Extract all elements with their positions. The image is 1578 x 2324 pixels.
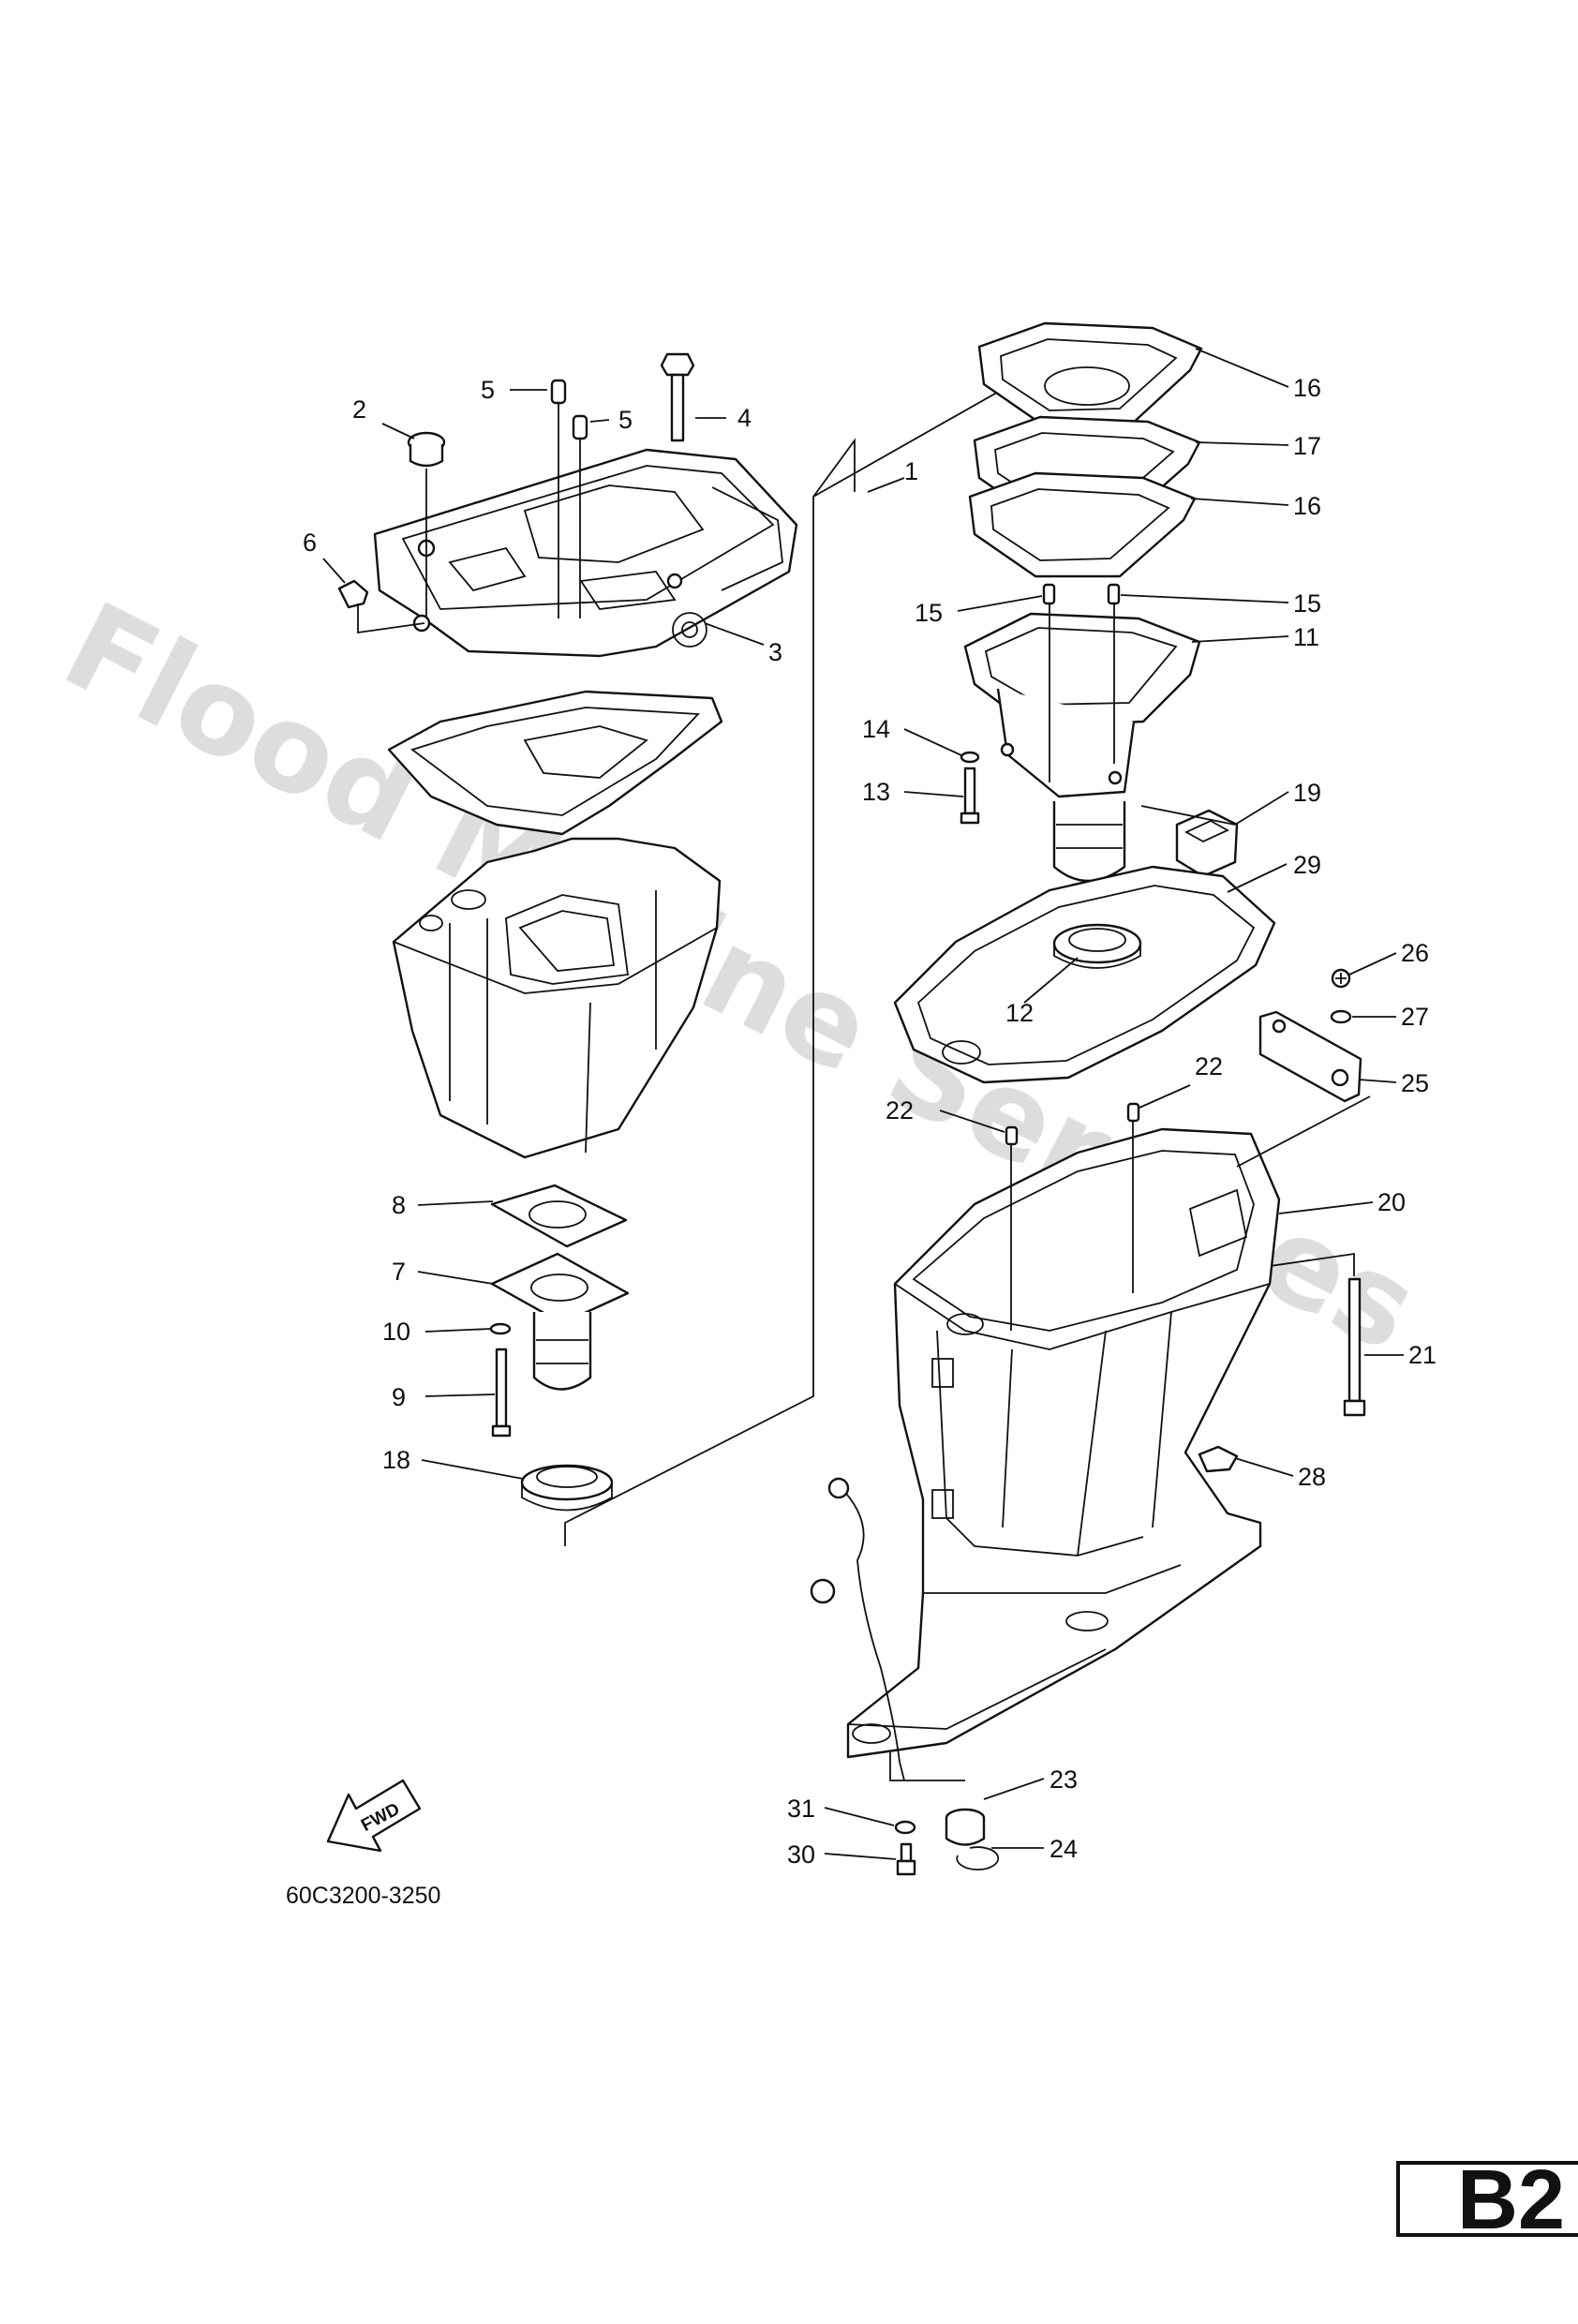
callout-25: 25 [1401,1069,1429,1097]
callout-26: 26 [1401,939,1429,967]
part-exhaust-guide [490,1252,630,1391]
callout-31: 31 [787,1795,815,1823]
callout-23: 23 [1050,1765,1078,1794]
part-screw-26 [1331,968,1351,989]
part-upper-casing [373,448,798,658]
callout-16b: 16 [1293,492,1321,520]
section-badge: B2 [1396,2153,1578,2247]
part-gasket-16-bottom [968,471,1197,578]
callout-24: 24 [1050,1835,1078,1863]
callout-13: 13 [862,778,890,806]
part-exhaust-housing [392,837,722,1159]
callout-30: 30 [787,1840,815,1869]
part-dowel-22b [1126,1102,1140,1123]
reference-code: 60C3200-3250 [286,1883,440,1909]
callout-19: 19 [1293,779,1321,807]
callout-22b: 22 [1195,1052,1223,1080]
callout-27: 27 [1401,1003,1429,1031]
callout-3: 3 [768,638,782,666]
part-bolt-30 [896,1842,916,1876]
part-dowel-22a [1005,1125,1019,1146]
callout-7: 7 [392,1258,406,1286]
callout-16a: 16 [1293,374,1321,402]
callout-20: 20 [1377,1188,1406,1216]
part-bolt-4 [660,352,695,442]
part-gasket-16-top [977,321,1203,428]
callout-6: 6 [303,529,317,557]
part-upper-case-20 [846,1127,1281,1781]
part-grommet-28 [1198,1445,1239,1473]
part-driveshaft-housing [963,612,1201,883]
part-plug-6 [337,579,369,609]
section-badge-label: B2 [1457,2153,1565,2247]
part-bolt-13 [960,767,980,825]
callout-12: 12 [1005,999,1034,1027]
callout-29: 29 [1293,851,1321,879]
callout-10: 10 [382,1318,410,1346]
callout-17: 17 [1293,432,1321,460]
callout-28: 28 [1298,1463,1326,1491]
callout-22a: 22 [886,1096,914,1125]
part-cover-25 [1258,1010,1362,1103]
part-pin-5a [550,379,567,405]
callout-8: 8 [392,1191,406,1219]
part-washer-10 [489,1322,512,1335]
callout-21: 21 [1408,1341,1437,1369]
part-clip-24 [956,1846,1000,1870]
callout-18: 18 [382,1446,410,1474]
part-washer-27 [1330,1009,1352,1024]
callout-numbers: 1 2 3 4 5 5 6 7 8 9 10 11 12 13 14 15 15… [303,374,1437,1869]
callout-5a: 5 [481,376,495,404]
part-seal-12 [1052,923,1142,969]
callout-2: 2 [352,395,366,424]
part-bolt-21 [1343,1277,1366,1417]
callout-11: 11 [1293,623,1319,651]
part-gasket-29 [893,865,1276,1084]
part-washer-14 [960,751,980,764]
part-seal-18 [520,1464,614,1512]
forward-direction-arrow: FWD [326,1779,422,1853]
leader-lines [322,348,1404,1860]
part-dowel-15b [1107,583,1121,605]
part-bolt-9 [491,1348,512,1438]
part-gasket-8 [490,1184,628,1248]
part-plug [407,431,446,468]
callout-15b: 15 [1293,589,1321,618]
part-pin-5b [572,414,588,440]
part-wire-lead [810,1477,905,1781]
callout-14: 14 [862,715,890,743]
part-dowel-15a [1042,583,1056,605]
callout-1: 1 [904,457,918,485]
part-washer-31 [894,1820,916,1835]
part-damper-19 [1175,809,1239,878]
callout-15a: 15 [915,599,943,627]
part-nut-23 [945,1808,986,1846]
callout-9: 9 [392,1383,406,1411]
callout-5b: 5 [618,406,633,434]
callout-4: 4 [737,404,752,432]
part-casing-gasket [387,690,723,836]
